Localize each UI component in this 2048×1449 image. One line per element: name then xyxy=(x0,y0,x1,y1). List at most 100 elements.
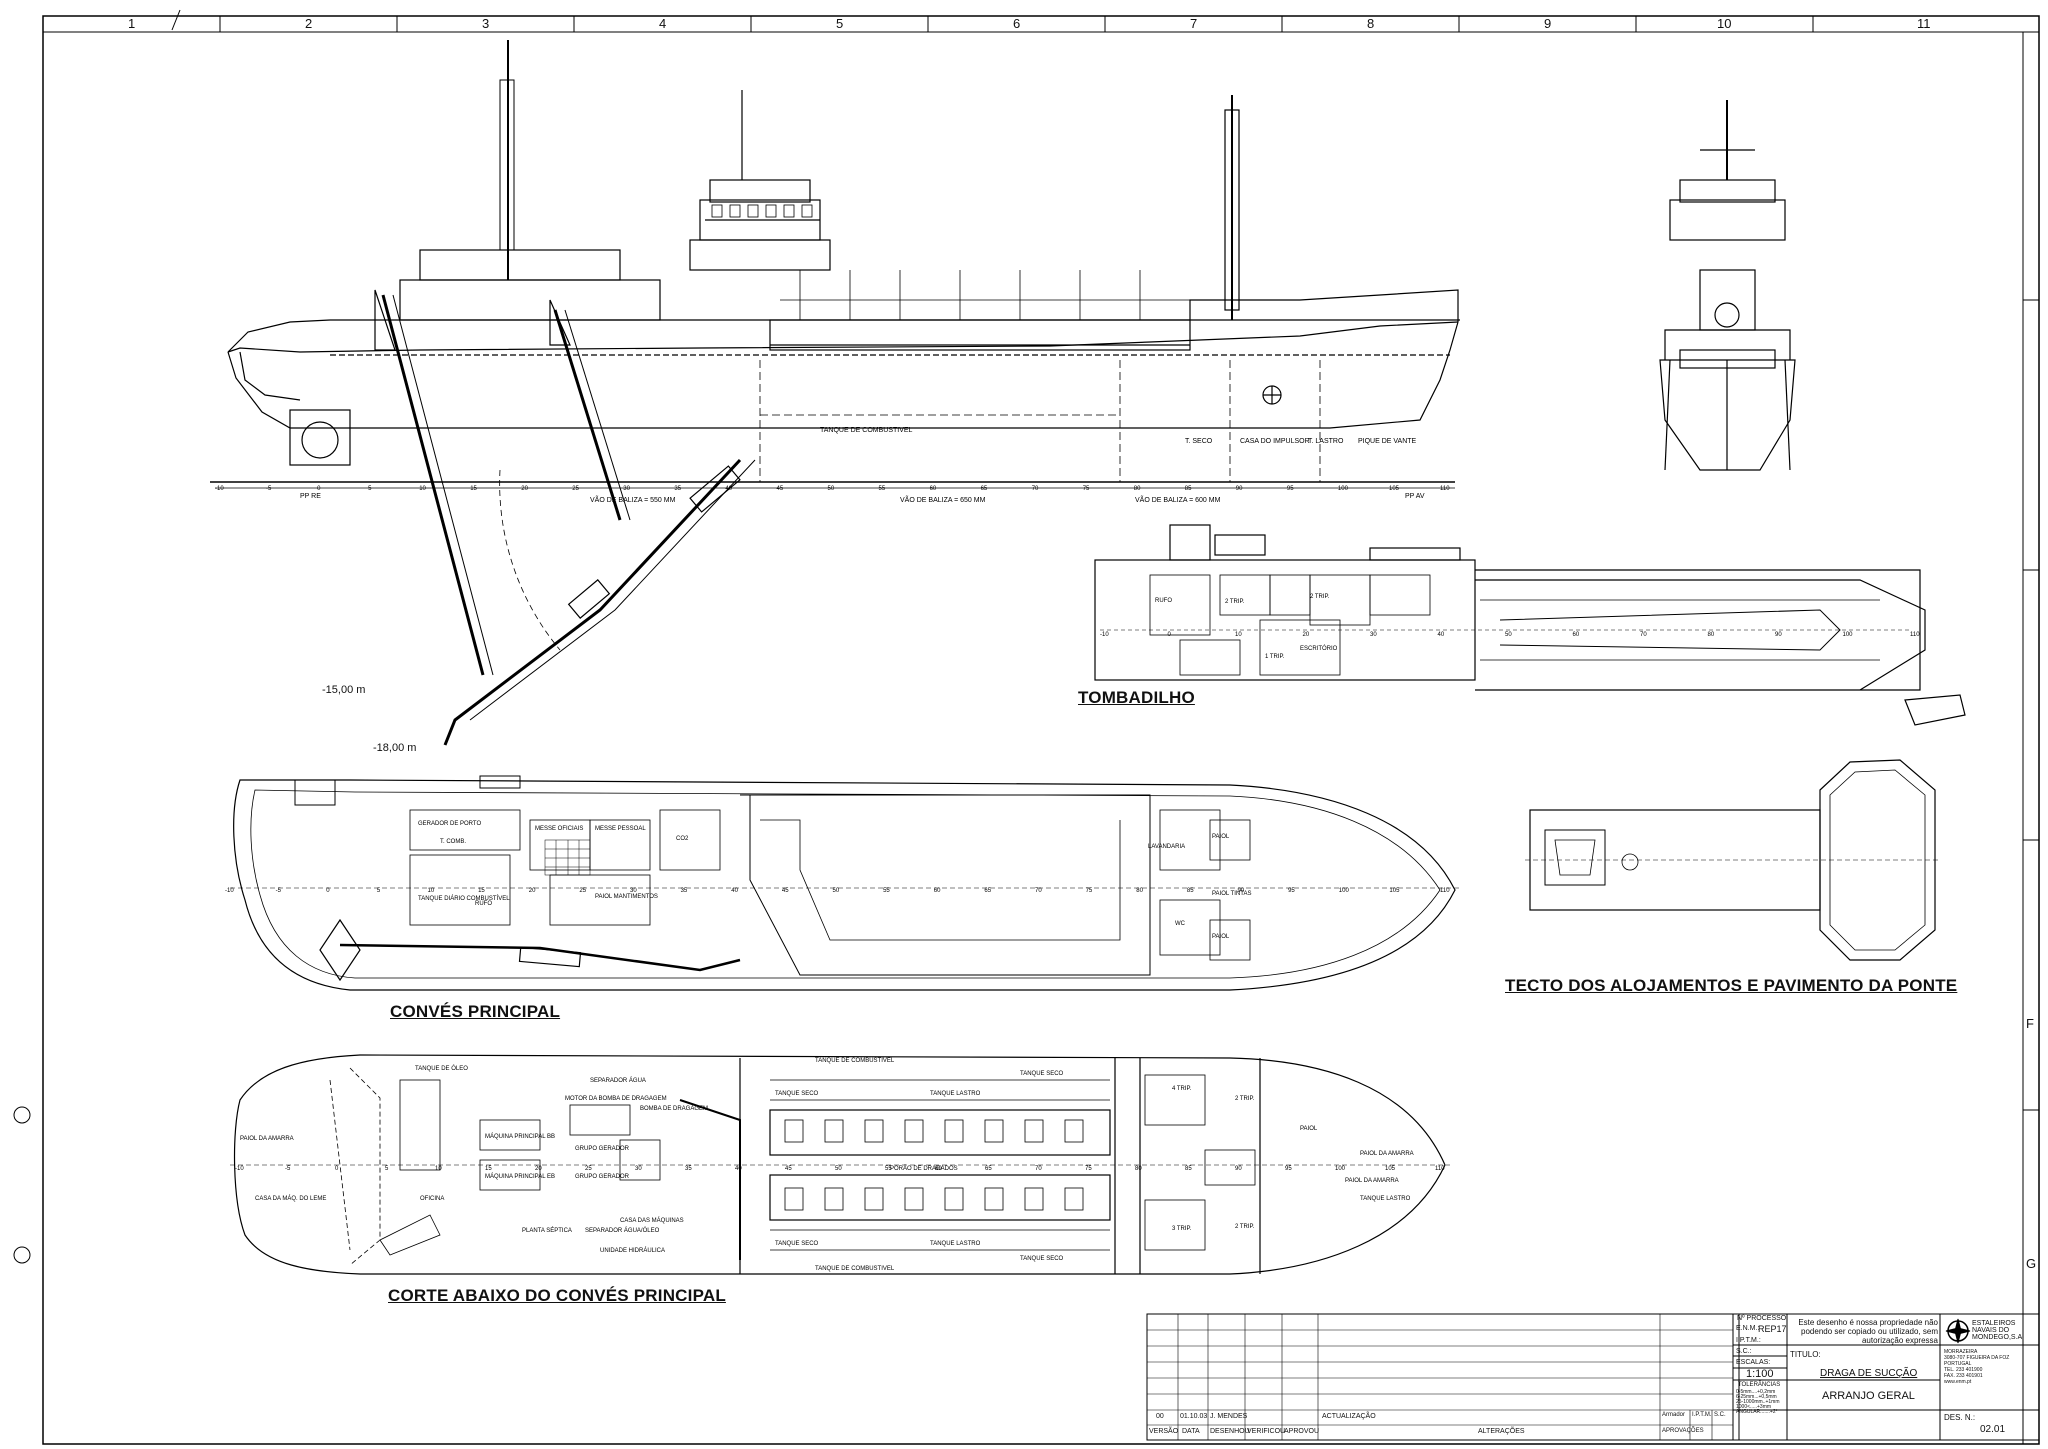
frame-number: 75 xyxy=(1086,888,1093,894)
svg-text:TANQUE DE COMBUSTIVEL: TANQUE DE COMBUSTIVEL xyxy=(815,1266,895,1272)
svg-text:TANQUE SECO: TANQUE SECO xyxy=(1020,1071,1064,1077)
frame-number: 5 xyxy=(385,1166,389,1172)
svg-text:PAIOL DA AMARRA: PAIOL DA AMARRA xyxy=(1360,1151,1414,1157)
address-line: PORTUGAL xyxy=(1944,1361,1972,1367)
frame-number: 20 xyxy=(529,888,536,894)
svg-text:UNIDADE HIDRÁULICA: UNIDADE HIDRÁULICA xyxy=(600,1247,665,1254)
frame-number: 75 xyxy=(1085,1166,1092,1172)
frame-number: 110 xyxy=(1910,632,1920,638)
tolerance-line: 25-1000mm..+1mm xyxy=(1736,1399,1780,1405)
frame-number: 15 xyxy=(470,486,477,492)
frame-number: 10 xyxy=(428,888,435,894)
title-label: TITULO: xyxy=(1790,1350,1821,1359)
tolerances-label: TOLERÂNCIAS xyxy=(1738,1382,1781,1388)
frame-number: 65 xyxy=(981,486,988,492)
svg-text:2 TRIP.: 2 TRIP. xyxy=(1235,1224,1255,1230)
tolerance-line: 6-25mm...+0,5mm xyxy=(1736,1394,1777,1400)
company-logo-icon xyxy=(1945,1318,1971,1344)
svg-text:PAIOL MANTIMENTOS: PAIOL MANTIMENTOS xyxy=(595,894,658,900)
svg-text:ESCRITÓRIO: ESCRITÓRIO xyxy=(1300,645,1338,652)
revision-date: 01.10.03 xyxy=(1180,1413,1208,1420)
copyright-notice: Este desenho é nossa propriedade não pod… xyxy=(1798,1318,1938,1345)
approval-cell: I.P.T.M. xyxy=(1692,1412,1712,1418)
revision-header: VERSÃO xyxy=(1149,1428,1179,1435)
frame-number: 90 xyxy=(1236,486,1243,492)
frame-number: 60 xyxy=(930,486,937,492)
column-label: 11 xyxy=(1917,16,1931,31)
svg-text:1 TRIP.: 1 TRIP. xyxy=(1265,654,1285,660)
frame-number: 35 xyxy=(681,888,688,894)
drawing-border xyxy=(42,15,2040,1445)
column-label: 2 xyxy=(305,16,313,31)
svg-text:PAIOL: PAIOL xyxy=(1300,1126,1318,1132)
frame-number: 50 xyxy=(835,1166,842,1172)
svg-text:4 TRIP.: 4 TRIP. xyxy=(1172,1086,1192,1092)
svg-text:LAVANDARIA: LAVANDARIA xyxy=(1148,844,1185,850)
svg-text:MESSE PESSOAL: MESSE PESSOAL xyxy=(595,826,646,832)
frame-number: 20 xyxy=(521,486,528,492)
frame-number: 35 xyxy=(685,1166,692,1172)
frame-number: 70 xyxy=(1035,1166,1042,1172)
column-label: 9 xyxy=(1544,16,1552,31)
frame-number: 5 xyxy=(368,486,372,492)
frame-number: 0 xyxy=(326,888,330,894)
below-deck-plan xyxy=(230,1054,1450,1275)
frame-number: 65 xyxy=(985,1166,992,1172)
svg-text:PAIOL: PAIOL xyxy=(1212,834,1230,840)
frame-number: 105 xyxy=(1385,1166,1396,1172)
frame-number: 10 xyxy=(1235,632,1242,638)
revision-version: 00 xyxy=(1156,1413,1164,1420)
frame-number: 100 xyxy=(1338,486,1349,492)
frame-number: 95 xyxy=(1287,486,1294,492)
svg-text:CASA DO IMPULSOR: CASA DO IMPULSOR xyxy=(1240,438,1310,445)
frame-number: 50 xyxy=(1505,632,1512,638)
svg-text:TANQUE LASTRO: TANQUE LASTRO xyxy=(930,1091,981,1097)
frame-number: 30 xyxy=(1370,632,1377,638)
svg-text:TANQUE DE ÓLEO: TANQUE DE ÓLEO xyxy=(415,1065,468,1072)
depth-label: -18,00 m xyxy=(373,742,417,754)
frame-number: 95 xyxy=(1288,888,1295,894)
tombadilho-plan xyxy=(1094,524,1966,726)
view-title-tombadilho: TOMBADILHO xyxy=(1078,688,1195,707)
frame-number: 110 xyxy=(1435,1166,1445,1172)
svg-text:MOTOR DA BOMBA DE DRAGAGEM: MOTOR DA BOMBA DE DRAGAGEM xyxy=(565,1096,667,1102)
frame-number: 55 xyxy=(883,888,890,894)
column-label: 1 xyxy=(128,16,136,31)
revision-header: VERIFICOU xyxy=(1247,1428,1286,1435)
address-line: www.enm.pt xyxy=(1944,1379,1972,1385)
svg-text:PAIOL DA AMARRA: PAIOL DA AMARRA xyxy=(240,1136,294,1142)
revision-header: ALTERAÇÕES xyxy=(1478,1428,1525,1435)
frame-number: 5 xyxy=(377,888,381,894)
main-deck-plan xyxy=(230,775,1460,991)
scale-value: 1:100 xyxy=(1746,1368,1774,1380)
svg-text:PAIOL DA AMARRA: PAIOL DA AMARRA xyxy=(1345,1178,1399,1184)
frame-number: 60 xyxy=(934,888,941,894)
revision-header: DESENHOU xyxy=(1210,1428,1250,1435)
view-title-below-deck: CORTE ABAIXO DO CONVÉS PRINCIPAL xyxy=(388,1286,726,1305)
frame-number: 40 xyxy=(1438,632,1445,638)
frame-number: 30 xyxy=(630,888,637,894)
frame-number: 30 xyxy=(635,1166,642,1172)
svg-text:T. SECO: T. SECO xyxy=(1185,438,1213,445)
svg-text:MESSE OFICIAIS: MESSE OFICIAIS xyxy=(535,826,583,832)
revision-author: J. MENDES xyxy=(1210,1413,1248,1420)
frame-number: 90 xyxy=(1235,1166,1242,1172)
frame-number: 55 xyxy=(879,486,886,492)
frame-number: 80 xyxy=(1134,486,1141,492)
svg-text:CASA DAS MÁQUINAS: CASA DAS MÁQUINAS xyxy=(620,1217,684,1224)
frame-number: 80 xyxy=(1135,1166,1142,1172)
frame-number: 100 xyxy=(1843,632,1854,638)
side-profile-view xyxy=(210,40,1460,746)
svg-text:TANQUE SECO: TANQUE SECO xyxy=(775,1241,819,1247)
frame-number: 30 xyxy=(623,486,630,492)
svg-text:SEPARADOR ÁGUA: SEPARADOR ÁGUA xyxy=(590,1077,646,1084)
frame-number: 70 xyxy=(1640,632,1647,638)
revision-header: DATA xyxy=(1182,1428,1200,1435)
roof-plan xyxy=(1525,759,1940,961)
frame-number: 85 xyxy=(1185,486,1192,492)
tolerance-line: 0-5mm....+0,2mm xyxy=(1736,1389,1776,1395)
frame-number: 25 xyxy=(585,1166,592,1172)
frame-number: 0 xyxy=(335,1166,339,1172)
revision-change: ACTUALIZAÇÃO xyxy=(1322,1413,1376,1420)
frame-number: 70 xyxy=(1035,888,1042,894)
